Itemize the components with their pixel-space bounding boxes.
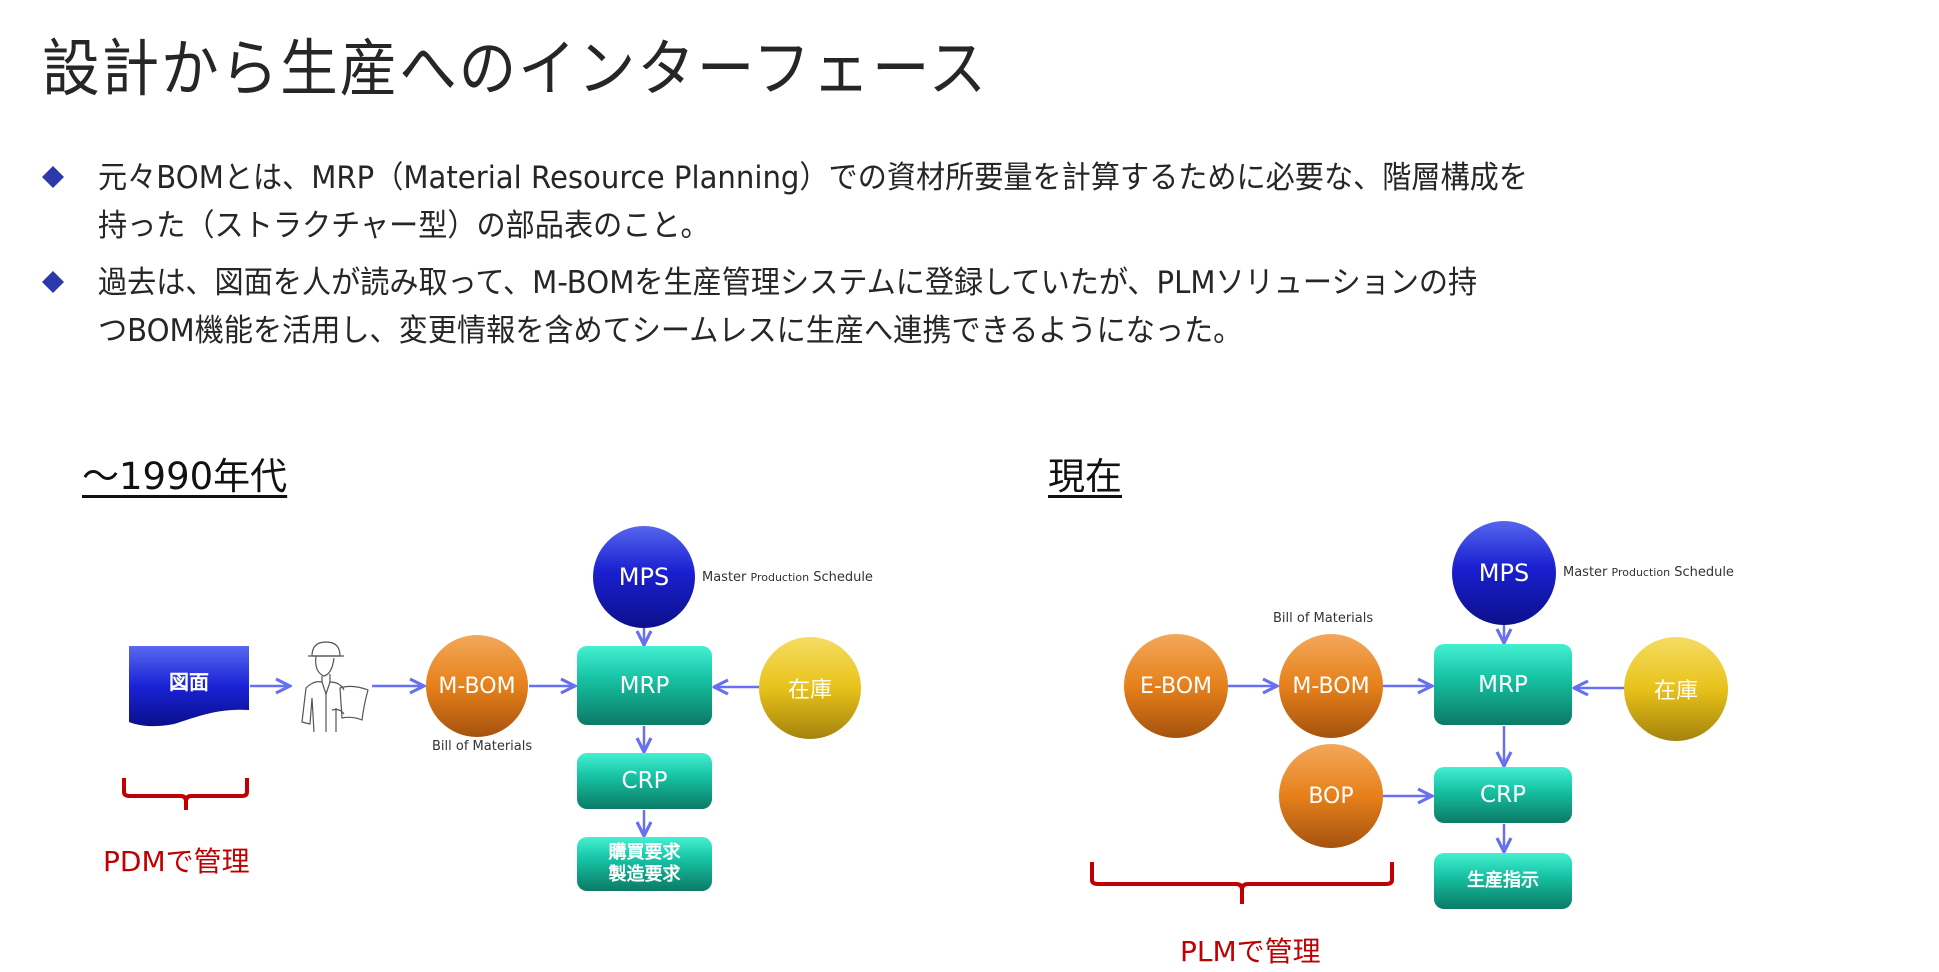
bullet-text-line2: 持った（ストラクチャー型）の部品表のこと。 xyxy=(98,208,710,244)
production-order-node: 生産指示 xyxy=(1434,853,1572,909)
slide-title: 設計から生産へのインターフェース xyxy=(42,32,988,105)
right-section-heading: 現在 xyxy=(1048,455,1122,498)
pdm-managed-label: PDMで管理 xyxy=(103,845,250,878)
manufacture-request-label: 製造要求 xyxy=(608,864,681,885)
drawing-label: 図面 xyxy=(169,670,209,694)
drawing-document-shape xyxy=(129,646,249,727)
pdm-bracket xyxy=(122,778,249,810)
mbom-caption: Bill of Materials xyxy=(432,739,533,754)
purchase-manufacture-request-node: 購買要求 製造要求 xyxy=(577,837,712,891)
diamond-bullet-icon xyxy=(42,271,64,293)
crp-node: CRP xyxy=(577,753,712,809)
ebom-node: E-BOM xyxy=(1124,634,1228,738)
left-section-heading: 〜1990年代 xyxy=(82,455,288,498)
bullet-item: 過去は、図面を人が読み取って、M-BOMを生産管理システムに登録していたが、PL… xyxy=(40,259,1930,355)
plm-bracket xyxy=(1090,862,1394,904)
mrp-node: MRP xyxy=(1434,644,1572,725)
mbom-node: M-BOM xyxy=(1279,634,1383,738)
purchase-request-label: 購買要求 xyxy=(608,842,681,863)
bullet-text-line1: 元々BOMとは、MRP（Material Resource Planning）で… xyxy=(98,160,1528,196)
inventory-node: 在庫 xyxy=(759,637,861,739)
diamond-bullet-icon xyxy=(42,166,64,188)
mps-node: MPS xyxy=(593,526,695,628)
bop-node: BOP xyxy=(1279,744,1383,848)
engineer-reading-blueprint-icon xyxy=(301,641,369,733)
mrp-node: MRP xyxy=(577,646,712,725)
mbom-node: M-BOM xyxy=(426,635,528,737)
inventory-node: 在庫 xyxy=(1624,637,1728,741)
bullet-text-line2: つBOM機能を活用し、変更情報を含めてシームレスに生産へ連携できるようになった。 xyxy=(98,313,1243,349)
mbom-caption: Bill of Materials xyxy=(1273,611,1374,626)
mps-caption: Master Production Schedule xyxy=(1563,565,1734,580)
crp-node: CRP xyxy=(1434,767,1572,823)
bullet-item: 元々BOMとは、MRP（Material Resource Planning）で… xyxy=(40,154,1930,250)
plm-managed-label: PLMで管理 xyxy=(1180,935,1321,968)
mps-node: MPS xyxy=(1452,521,1556,625)
bullet-text-line1: 過去は、図面を人が読み取って、M-BOMを生産管理システムに登録していたが、PL… xyxy=(98,265,1478,301)
mps-caption: Master Production Schedule xyxy=(702,570,873,585)
